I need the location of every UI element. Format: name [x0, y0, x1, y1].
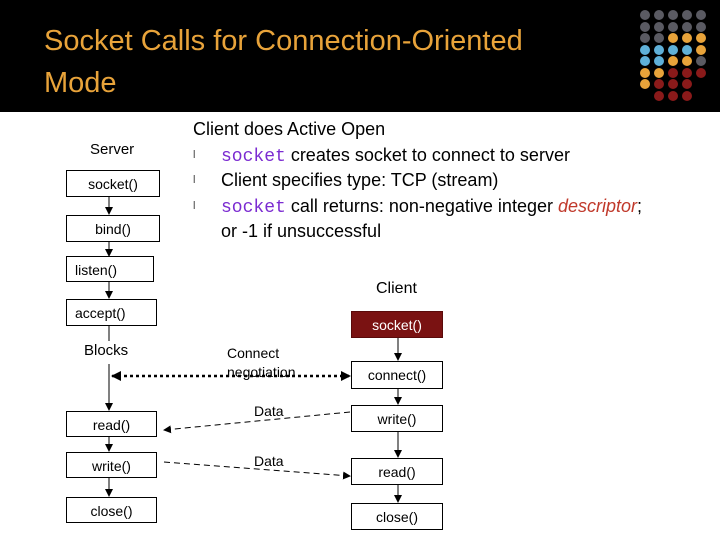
decorative-dot: [640, 56, 650, 66]
server-accept-box: accept(): [66, 299, 157, 326]
bullet-1: l socket creates socket to connect to se…: [193, 143, 713, 169]
data-arrow-to-server: [163, 411, 351, 434]
decorative-dot: [668, 33, 678, 43]
decorative-dot: [696, 67, 706, 78]
bullet-1-text: creates socket to connect to server: [285, 144, 570, 165]
bullet-icon: l: [193, 174, 196, 186]
connect-label: Connect: [227, 345, 280, 361]
intro-heading: Client does Active Open: [193, 117, 713, 143]
decorative-dot: [682, 67, 692, 78]
client-read-box: read(): [351, 458, 443, 485]
server-label: Server: [90, 141, 135, 158]
server-socket-box: socket(): [66, 170, 160, 197]
decorative-dot: [668, 79, 678, 89]
decorative-dot: [654, 33, 664, 43]
server-read-box: read(): [66, 411, 157, 437]
decorative-dot: [668, 44, 678, 55]
data-arrow-to-client: [163, 461, 351, 480]
bullet-3-cont-text: or -1 if unsuccessful: [221, 221, 382, 241]
decorative-dot: [654, 67, 664, 78]
bullet-3-italic: descriptor: [557, 195, 637, 216]
bullet-3-continuation: or -1 if unsuccessful: [193, 219, 713, 245]
bullet-icon: l: [193, 199, 196, 212]
slide-title: Socket Calls for Connection-Oriented Mod…: [44, 20, 624, 104]
decorative-dot: [640, 67, 650, 78]
decorative-dot: [682, 79, 692, 89]
bullet-3-text: call returns: non-negative integer: [285, 195, 558, 216]
decorative-dot: [696, 56, 706, 66]
decorative-dot: [682, 56, 692, 66]
server-close-box: close(): [66, 497, 157, 523]
decorative-dot: [696, 10, 706, 20]
decorative-dot: [668, 56, 678, 66]
client-socket-box: socket(): [351, 311, 443, 338]
client-label: Client: [376, 280, 417, 297]
decorative-dot: [682, 21, 692, 32]
decorative-dot: [682, 33, 692, 43]
decorative-dot: [640, 21, 650, 32]
title-bar: Socket Calls for Connection-Oriented Mod…: [0, 0, 720, 112]
decorative-dot: [696, 21, 706, 32]
client-write-box: write(): [351, 405, 443, 432]
decorative-dot: [654, 44, 664, 55]
bullet-3-code: socket: [221, 197, 286, 218]
bullet-1-code: socket: [221, 146, 286, 167]
title-line-2: Mode: [44, 67, 117, 99]
intro-heading-text: Client does Active Open: [193, 119, 386, 139]
decorative-dot: [654, 10, 664, 20]
negotiation-label: negotiation: [227, 364, 296, 380]
decorative-dot-grid: [640, 10, 712, 104]
decorative-dot: [654, 21, 664, 32]
client-close-box: close(): [351, 503, 443, 530]
intro-text: Client does Active Open l socket creates…: [193, 117, 713, 245]
decorative-dot: [682, 90, 692, 101]
data-label-2: Data: [254, 453, 284, 469]
decorative-dot: [696, 44, 706, 55]
decorative-dot: [668, 21, 678, 32]
bullet-icon: l: [193, 148, 196, 161]
decorative-dot: [696, 33, 706, 43]
bullet-2: l Client specifies type: TCP (stream): [193, 168, 713, 194]
bullet-3-end: ;: [637, 195, 643, 216]
decorative-dot: [640, 33, 650, 43]
decorative-dot: [682, 44, 692, 55]
server-blocks-label: Blocks: [84, 342, 129, 359]
server-write-box: write(): [66, 452, 157, 478]
decorative-dot: [668, 10, 678, 20]
decorative-dot: [654, 56, 664, 66]
bullet-3: l socket call returns: non-negative inte…: [193, 194, 713, 220]
bullet-2-text: Client specifies type: TCP (stream): [221, 170, 499, 190]
decorative-dot: [668, 90, 678, 101]
title-line-1: Socket Calls for Connection-Oriented: [44, 25, 523, 57]
decorative-dot: [640, 10, 650, 20]
decorative-dot: [654, 90, 664, 101]
decorative-dot: [654, 79, 664, 89]
server-bind-box: bind(): [66, 215, 160, 242]
decorative-dot: [640, 44, 650, 55]
decorative-dot: [682, 10, 692, 20]
decorative-dot: [668, 67, 678, 78]
data-label-1: Data: [254, 403, 284, 419]
client-connect-box: connect(): [351, 361, 443, 389]
server-listen-box: listen(): [66, 256, 154, 282]
decorative-dot: [640, 79, 650, 89]
